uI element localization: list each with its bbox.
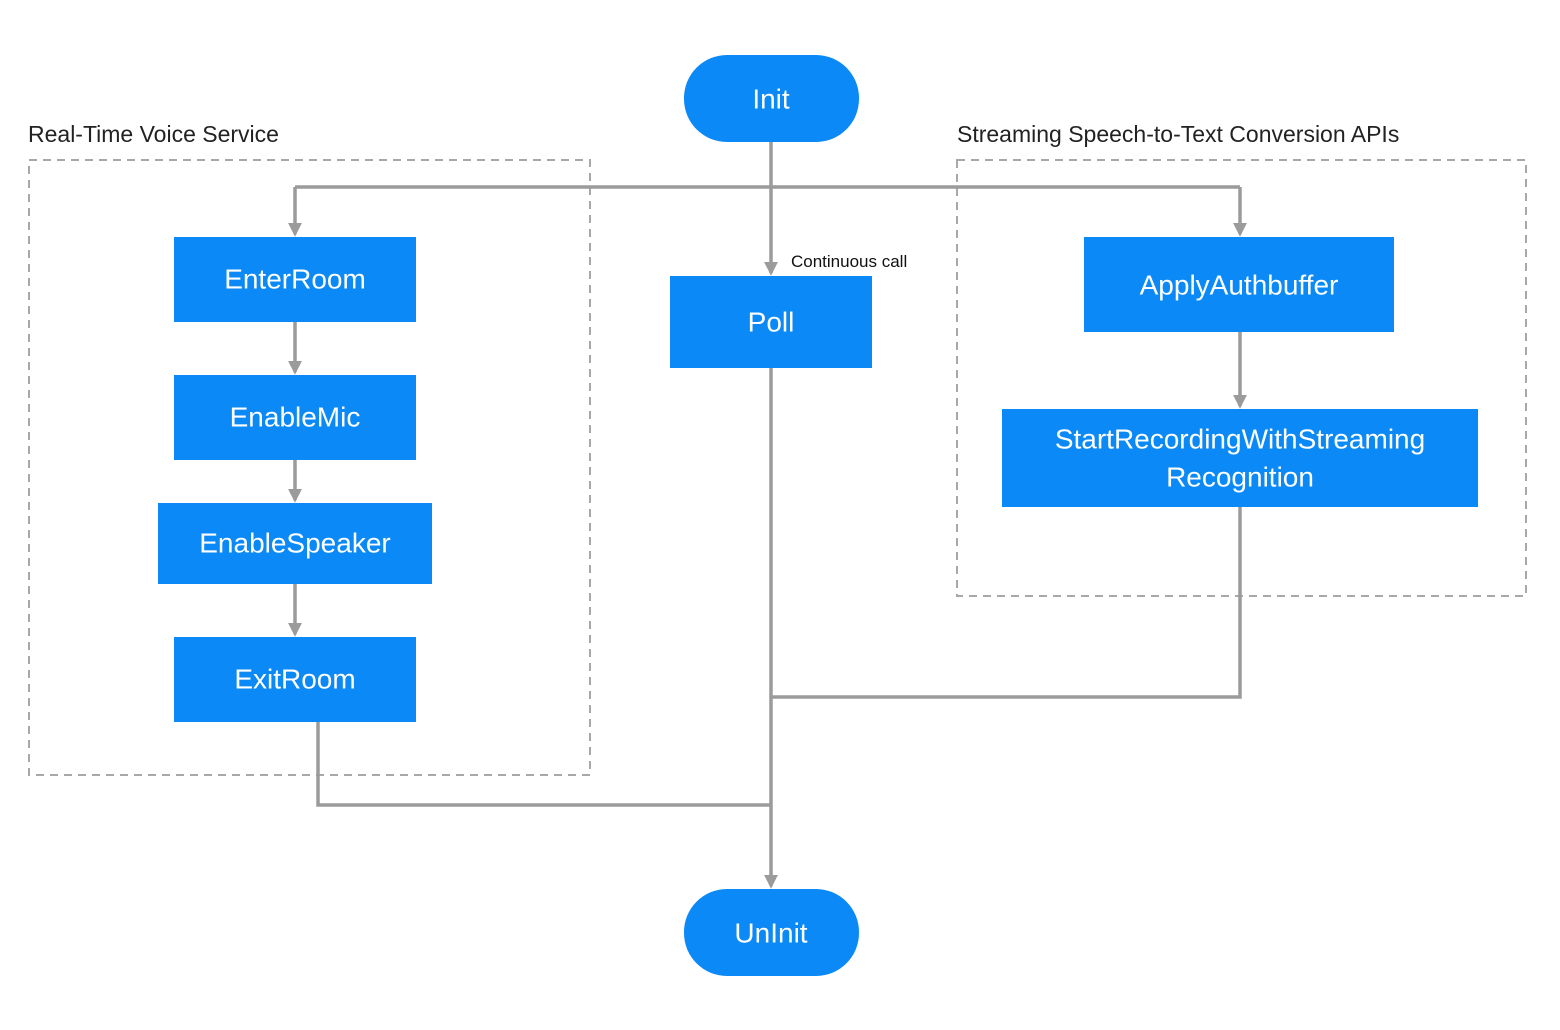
node-enablemic-label: EnableMic (230, 402, 361, 433)
node-enterroom[interactable]: EnterRoom (174, 237, 416, 322)
node-enablemic[interactable]: EnableMic (174, 375, 416, 460)
edge-startrecording-to-uninit (771, 507, 1242, 699)
node-enterroom-label: EnterRoom (224, 264, 366, 295)
node-exitroom[interactable]: ExitRoom (174, 637, 416, 722)
node-poll-label: Poll (748, 307, 795, 338)
group-realtime-voice-box (28, 159, 591, 776)
node-applyauthbuffer[interactable]: ApplyAuthbuffer (1084, 237, 1394, 332)
node-enablespeaker[interactable]: EnableSpeaker (158, 503, 432, 584)
node-poll[interactable]: Poll (670, 276, 872, 368)
node-uninit-label: UnInit (734, 918, 807, 949)
node-startrecording-label-line1: StartRecordingWithStreaming (1055, 424, 1425, 455)
edge-exitroom-to-uninit (316, 722, 771, 807)
group-streaming-stt-title: Streaming Speech-to-Text Conversion APIs (957, 121, 1399, 147)
node-init-label: Init (752, 84, 790, 115)
poll-edge-label: Continuous call (791, 252, 907, 271)
node-applyauthbuffer-label: ApplyAuthbuffer (1140, 270, 1339, 301)
group-realtime-voice-title: Real-Time Voice Service (28, 121, 279, 147)
node-enablespeaker-label: EnableSpeaker (199, 528, 390, 559)
node-startrecording-label-line2: Recognition (1166, 462, 1314, 493)
node-init[interactable]: Init (684, 55, 859, 142)
node-uninit[interactable]: UnInit (684, 889, 859, 976)
node-startrecording[interactable]: StartRecordingWithStreaming Recognition (1002, 409, 1478, 507)
node-exitroom-label: ExitRoom (234, 664, 355, 695)
